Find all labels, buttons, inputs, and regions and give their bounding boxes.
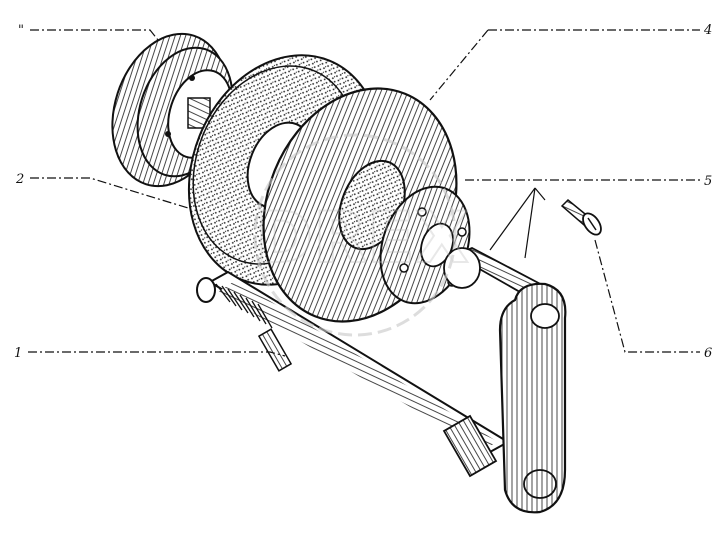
sketch-triangle	[489, 187, 546, 259]
watermark: DREX	[253, 133, 470, 337]
leader-lines	[28, 29, 700, 357]
callout-4: 4	[703, 23, 712, 38]
callout-1: 1	[14, 346, 22, 361]
callout-6: 6	[704, 346, 712, 361]
threaded-shaft-part	[196, 270, 510, 478]
screw-part	[560, 198, 602, 236]
callout-5: 5	[704, 174, 712, 189]
watermark-text: DREX	[255, 197, 469, 279]
crank-handle-part	[443, 247, 567, 514]
callout-2: 2	[15, 172, 24, 187]
callout-3: "	[18, 23, 24, 38]
